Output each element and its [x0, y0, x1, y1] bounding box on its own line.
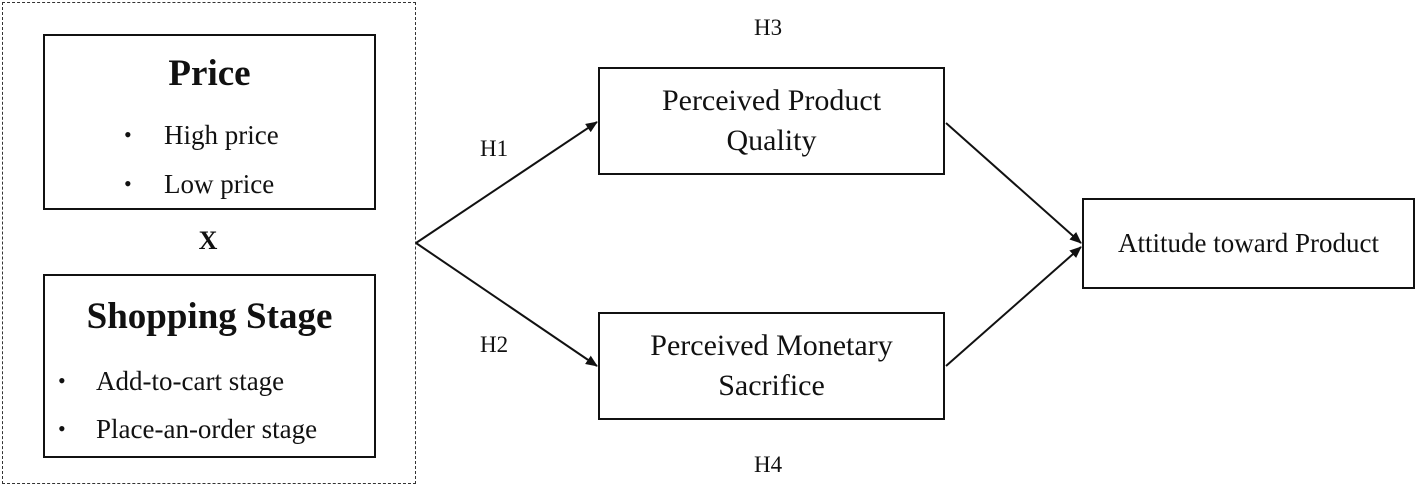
- bullet-icon: •: [58, 416, 66, 441]
- perceived-quality-line1: Perceived Product: [661, 83, 882, 117]
- interaction-symbol: X: [198, 226, 218, 255]
- attitude-label: Attitude toward Product: [1118, 228, 1379, 258]
- perceived-sacrifice-box: Perceived Monetary Sacrifice: [598, 312, 945, 420]
- hypothesis-h3-label: H3: [754, 15, 783, 40]
- price-item-label: Low price: [164, 169, 275, 199]
- shopping-stage-box: Shopping Stage • Add-to-cart stage • Pla…: [43, 274, 376, 458]
- hypothesis-h2-label: H2: [480, 332, 509, 357]
- stage-item-label: Add-to-cart stage: [96, 366, 285, 396]
- arrow-h1: [415, 121, 598, 244]
- arrow-h2: [415, 242, 598, 367]
- arrow-h3: [945, 122, 1082, 244]
- arrow-h4: [945, 246, 1082, 367]
- independent-variables-frame: [2, 2, 416, 484]
- attitude-box: Attitude toward Product: [1082, 198, 1415, 289]
- shopping-stage-title: Shopping Stage: [86, 296, 333, 337]
- bullet-icon: •: [124, 122, 132, 147]
- perceived-quality-line2: Quality: [726, 124, 817, 157]
- hypothesis-h1-label: H1: [480, 136, 509, 161]
- bullet-icon: •: [58, 368, 66, 393]
- stage-item-label: Place-an-order stage: [96, 414, 318, 444]
- price-title: Price: [168, 53, 251, 94]
- perceived-sacrifice-line2: Sacrifice: [718, 369, 825, 402]
- hypothesis-h4-label: H4: [754, 452, 783, 477]
- perceived-quality-box: Perceived Product Quality: [598, 67, 945, 175]
- price-item-label: High price: [164, 120, 279, 150]
- perceived-sacrifice-line1: Perceived Monetary: [650, 328, 893, 362]
- price-box: Price • High price • Low price: [43, 34, 376, 210]
- bullet-icon: •: [124, 171, 132, 196]
